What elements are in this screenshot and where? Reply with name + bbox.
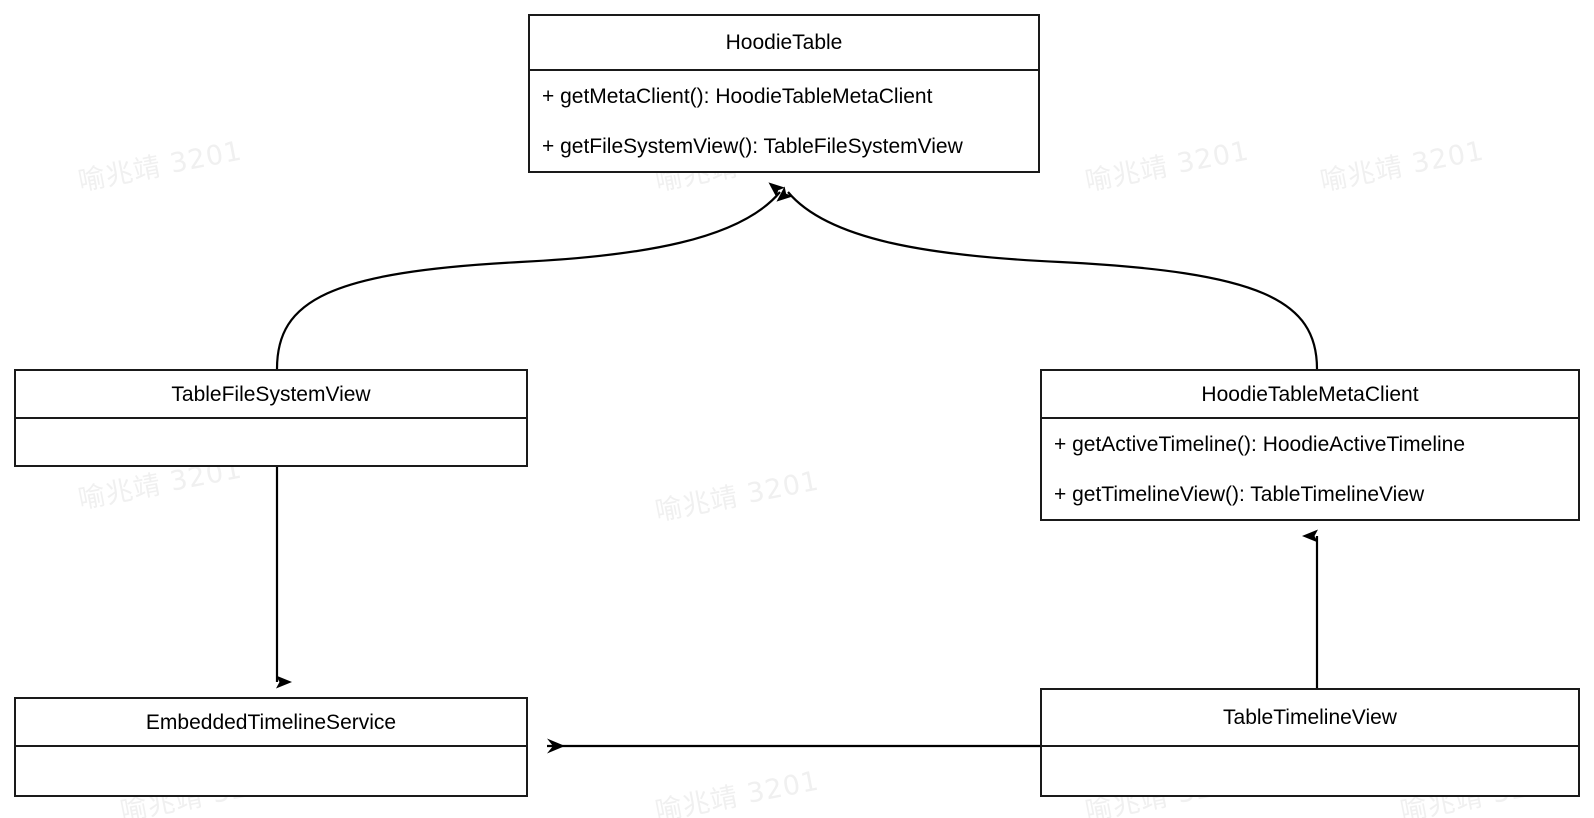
class-members-hoodie-table: + getMetaClient(): HoodieTableMetaClient… <box>530 71 1038 171</box>
class-name-embedded-timeline-service: EmbeddedTimelineService <box>16 699 526 747</box>
class-name-hoodie-table: HoodieTable <box>530 16 1038 71</box>
class-box-table-file-system-view[interactable]: TableFileSystemView <box>14 369 528 467</box>
class-member: + getTimelineView(): TableTimelineView <box>1054 482 1425 506</box>
class-name-table-timeline-view: TableTimelineView <box>1042 690 1578 747</box>
class-name-hoodie-table-meta-client: HoodieTableMetaClient <box>1042 371 1578 419</box>
class-member <box>1042 747 1578 795</box>
class-box-hoodie-table[interactable]: HoodieTable + getMetaClient(): HoodieTab… <box>528 14 1040 173</box>
class-member: + getActiveTimeline(): HoodieActiveTimel… <box>1054 432 1466 456</box>
class-box-hoodie-table-meta-client[interactable]: HoodieTableMetaClient + getActiveTimelin… <box>1040 369 1580 521</box>
class-member: + getMetaClient(): HoodieTableMetaClient <box>542 84 933 108</box>
class-member: + getFileSystemView(): TableFileSystemVi… <box>542 134 963 158</box>
class-member <box>16 419 526 465</box>
edge-metaclient-to-hoodietable <box>776 186 1319 370</box>
class-members-table-file-system-view <box>16 419 526 465</box>
class-members-hoodie-table-meta-client: + getActiveTimeline(): HoodieActiveTimel… <box>1042 419 1578 519</box>
class-members-embedded-timeline-service <box>16 747 526 795</box>
class-name-table-file-system-view: TableFileSystemView <box>16 371 526 419</box>
class-box-table-timeline-view[interactable]: TableTimelineView <box>1040 688 1580 797</box>
class-members-table-timeline-view <box>1042 747 1578 795</box>
edge-fsview-to-hoodietable <box>275 182 785 370</box>
class-box-embedded-timeline-service[interactable]: EmbeddedTimelineService <box>14 697 528 797</box>
class-member <box>16 747 526 795</box>
